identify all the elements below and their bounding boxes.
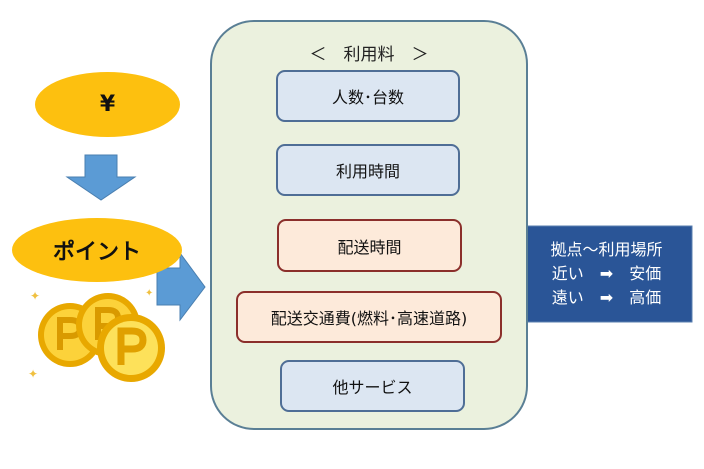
svg-text:✦: ✦ bbox=[28, 367, 38, 381]
callout-line: 拠点～利用場所 bbox=[550, 240, 663, 259]
svg-text:✦: ✦ bbox=[145, 288, 153, 299]
panel-title: ＜ 利用料 ＞ bbox=[309, 45, 429, 65]
item-delivery-cost: 配送交通費(燃料･高速道路) bbox=[236, 291, 502, 343]
down-arrow bbox=[65, 154, 137, 201]
callout-line: 遠い ➡ 高価 bbox=[551, 288, 662, 307]
right-arrow bbox=[156, 251, 206, 322]
callout: 拠点～利用場所 近い ➡ 安価 遠い ➡ 高価 bbox=[521, 226, 692, 322]
point-ellipse: ポイント bbox=[12, 218, 182, 282]
yen-ellipse: ¥ bbox=[35, 72, 180, 137]
item-delivery-time: 配送時間 bbox=[277, 219, 462, 272]
coins-icon: ✦ ✦ ✦ bbox=[28, 288, 165, 382]
item-usage-time: 利用時間 bbox=[276, 144, 460, 196]
svg-text:✦: ✦ bbox=[30, 289, 40, 303]
item-people-vehicles: 人数･台数 bbox=[276, 70, 460, 122]
item-other-services: 他サービス bbox=[280, 360, 465, 412]
callout-line: 近い ➡ 安価 bbox=[551, 264, 662, 283]
